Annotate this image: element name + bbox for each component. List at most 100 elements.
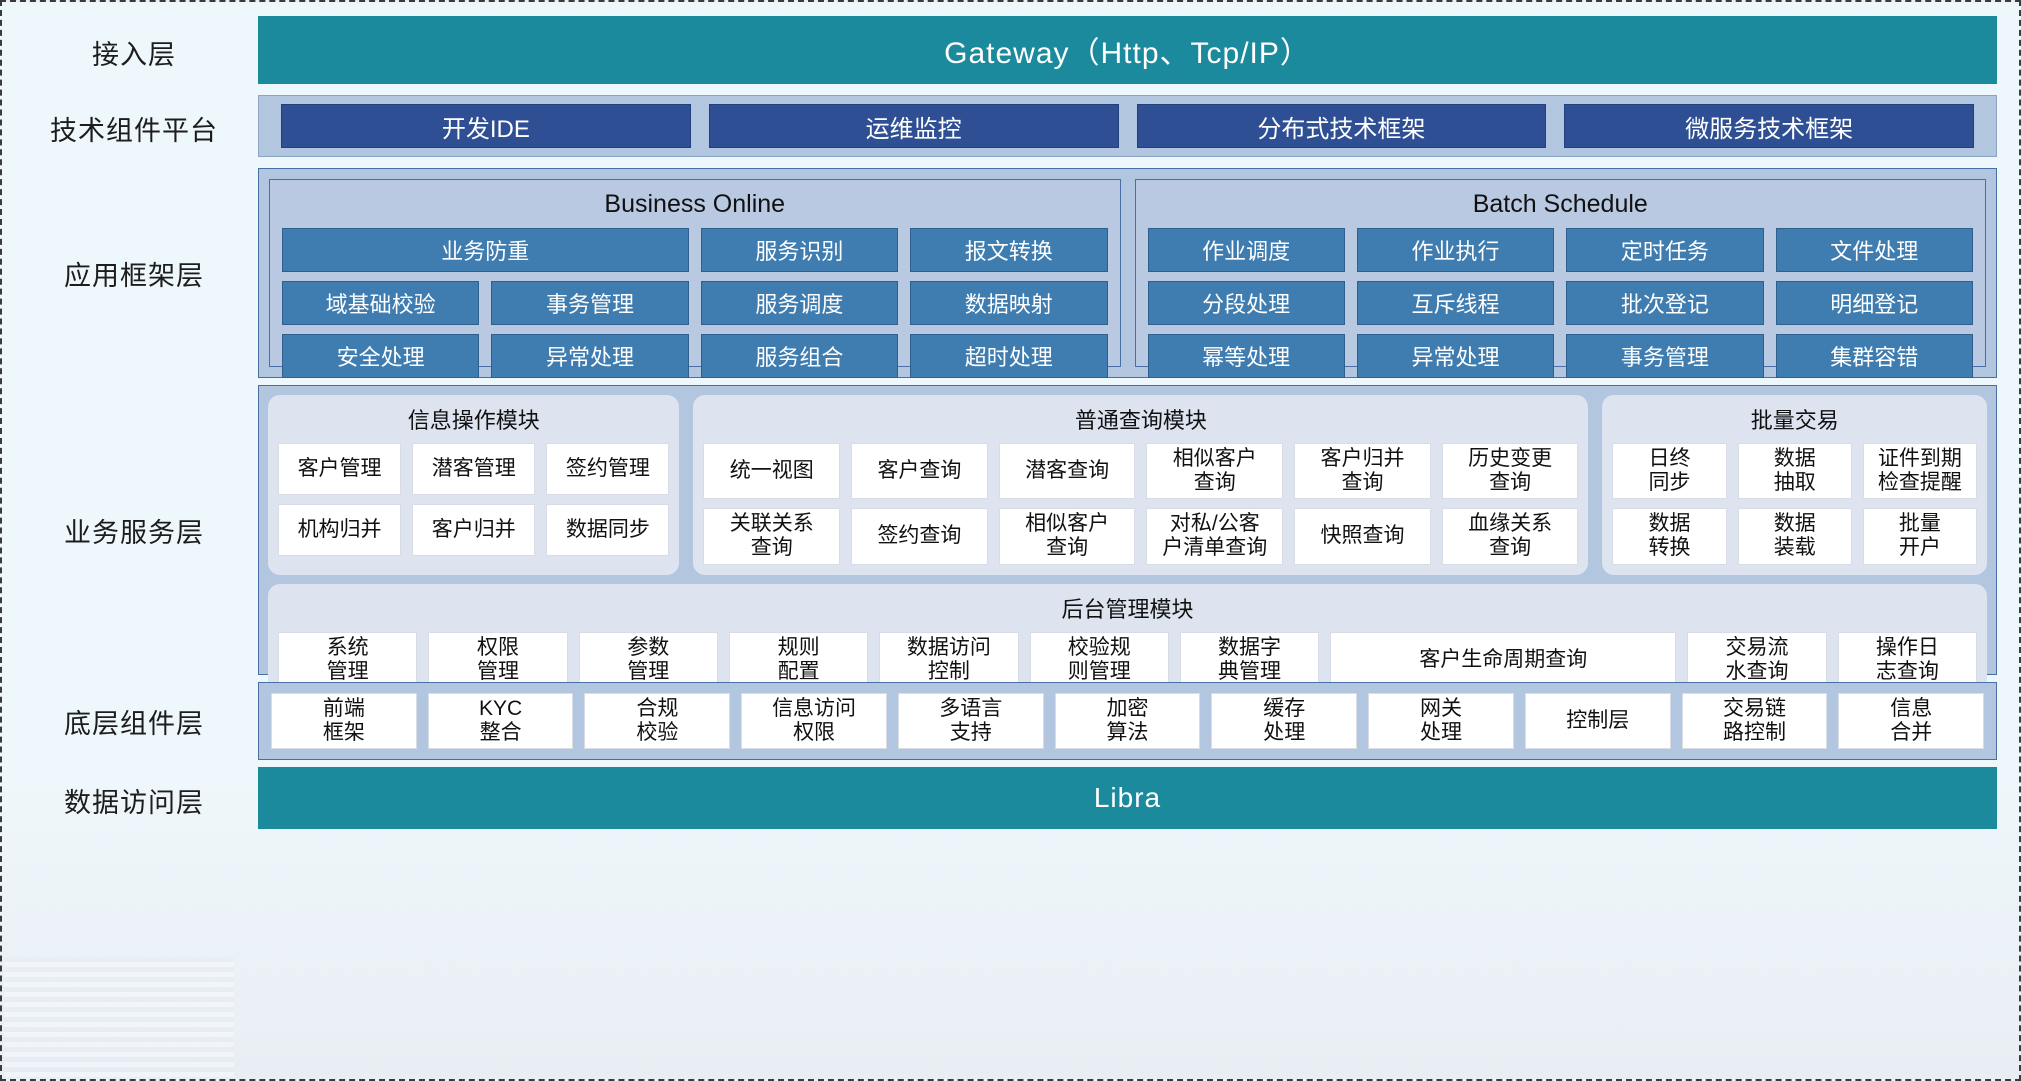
layer-label-data-access: 数据访问层 xyxy=(64,787,204,818)
framework-cell[interactable]: 幂等处理 xyxy=(1147,334,1345,378)
business-cell[interactable]: 潜客查询 xyxy=(998,443,1136,500)
business-cell[interactable]: 操作日 志查询 xyxy=(1837,631,1978,688)
business-cell[interactable]: 数据同步 xyxy=(546,504,670,556)
layer-row-business-service: 业务服务层 信息操作模块 客户管理 潜客管理 签约管理 机构归并 xyxy=(10,385,1997,698)
tech-chip-distributed-framework[interactable]: 分布式技术框架 xyxy=(1136,104,1547,148)
business-cell[interactable]: 日终 同步 xyxy=(1612,443,1727,500)
component-cell[interactable]: 前端 框架 xyxy=(271,693,417,749)
business-cell[interactable]: 签约查询 xyxy=(851,508,988,565)
business-module-title: 普通查询模块 xyxy=(1074,408,1207,433)
layer-label-access: 接入层 xyxy=(92,39,176,70)
framework-cell[interactable]: 报文转换 xyxy=(910,228,1108,272)
business-cell[interactable]: 潜客管理 xyxy=(412,443,536,495)
framework-cell[interactable]: 作业调度 xyxy=(1147,228,1345,272)
component-cell[interactable]: 缓存 处理 xyxy=(1211,693,1358,749)
layer-label-bottom-component: 底层组件层 xyxy=(64,708,204,739)
component-cell[interactable]: KYC 整合 xyxy=(427,693,574,749)
business-cell-row: 统一视图 客户查询 潜客查询 相似客户 查询 客户归并 查询 历史变更 查询 xyxy=(703,443,1579,500)
layer-body-access: Gateway（Http、Tcp/IP） xyxy=(258,16,1997,88)
layer-label-tech-platform: 技术组件平台 xyxy=(50,115,218,146)
business-cell[interactable]: 客户归并 查询 xyxy=(1294,443,1431,500)
framework-cell[interactable]: 异常处理 xyxy=(1356,334,1555,378)
business-cell[interactable]: 规则 配置 xyxy=(728,631,869,688)
business-cell[interactable]: 数据 抽取 xyxy=(1737,443,1852,500)
business-cell[interactable]: 统一视图 xyxy=(703,443,841,500)
business-module-title: 信息操作模块 xyxy=(407,408,540,433)
business-cell[interactable]: 权限 管理 xyxy=(428,631,568,688)
business-cell[interactable]: 客户归并 xyxy=(412,504,536,556)
business-cell[interactable]: 批量 开户 xyxy=(1862,508,1977,565)
framework-row: 业务防重 服务识别 报文转换 xyxy=(282,228,1108,272)
component-cell[interactable]: 网关 处理 xyxy=(1368,693,1514,749)
framework-cell[interactable]: 批次登记 xyxy=(1566,281,1764,325)
business-service-band: 信息操作模块 客户管理 潜客管理 签约管理 机构归并 客户归并 数据同步 xyxy=(258,385,1997,698)
framework-cell[interactable]: 超时处理 xyxy=(910,334,1108,378)
business-cell[interactable]: 对私/公客 户清单查询 xyxy=(1146,508,1284,565)
framework-cell[interactable]: 事务管理 xyxy=(1566,334,1764,378)
business-cell[interactable]: 数据 装载 xyxy=(1737,508,1852,565)
business-cell[interactable]: 交易流 水查询 xyxy=(1687,631,1827,688)
component-cell[interactable]: 交易链 路控制 xyxy=(1681,693,1828,749)
framework-cell[interactable]: 事务管理 xyxy=(491,281,689,325)
framework-cell[interactable]: 数据映射 xyxy=(910,281,1108,325)
component-cell[interactable]: 控制层 xyxy=(1524,693,1671,749)
framework-cell[interactable]: 定时任务 xyxy=(1566,228,1764,272)
framework-grid: 作业调度 作业执行 定时任务 文件处理 分段处理 互斥线程 批次登记 明细登记 xyxy=(1147,228,1973,378)
framework-cell[interactable]: 明细登记 xyxy=(1775,281,1973,325)
business-cell-row: 系统 管理 权限 管理 参数 管理 规则 配置 数据访问 控制 校验规 则管理 … xyxy=(278,631,1978,688)
libra-bar: Libra xyxy=(258,767,1997,829)
tech-chip-ide[interactable]: 开发IDE xyxy=(281,104,691,148)
tech-chip-ops-monitor[interactable]: 运维监控 xyxy=(708,104,1119,148)
business-cell[interactable]: 系统 管理 xyxy=(278,631,418,688)
framework-cell[interactable]: 文件处理 xyxy=(1775,228,1973,272)
bottom-component-band: 前端 框架 KYC 整合 合规 校验 信息访问 权限 多语言 支持 加密 算法 … xyxy=(258,682,1997,760)
framework-group-business-online: Business Online 业务防重 服务识别 报文转换 域基础校验 事务管… xyxy=(269,179,1121,378)
framework-cell[interactable]: 集群容错 xyxy=(1775,334,1973,378)
business-cell[interactable]: 相似客户 查询 xyxy=(998,508,1136,565)
business-cell[interactable]: 数据 转换 xyxy=(1612,508,1727,565)
framework-cell[interactable]: 异常处理 xyxy=(491,334,689,378)
component-cell[interactable]: 信息访问 权限 xyxy=(741,693,887,749)
business-cell[interactable]: 血缘关系 查询 xyxy=(1441,508,1579,565)
framework-row: 幂等处理 异常处理 事务管理 集群容错 xyxy=(1147,334,1973,378)
framework-row: 域基础校验 事务管理 服务调度 数据映射 xyxy=(282,281,1108,325)
business-cell[interactable]: 机构归并 xyxy=(278,504,402,556)
business-cell[interactable]: 数据访问 控制 xyxy=(879,631,1019,688)
business-cell[interactable]: 校验规 则管理 xyxy=(1029,631,1169,688)
framework-cell[interactable]: 分段处理 xyxy=(1147,281,1345,325)
business-cell[interactable]: 参数 管理 xyxy=(578,631,718,688)
business-cell[interactable]: 客户管理 xyxy=(278,443,402,495)
business-cell[interactable]: 快照查询 xyxy=(1294,508,1431,565)
component-cell[interactable]: 信息 合并 xyxy=(1838,693,1985,749)
business-module-title: 批量交易 xyxy=(1750,408,1839,433)
business-cell[interactable]: 关联关系 查询 xyxy=(703,508,841,565)
business-module-title: 后台管理模块 xyxy=(1061,596,1194,622)
framework-row: 安全处理 异常处理 服务组合 超时处理 xyxy=(282,334,1108,378)
framework-cell[interactable]: 服务调度 xyxy=(700,281,899,325)
business-cell[interactable]: 客户查询 xyxy=(851,443,988,500)
framework-cell[interactable]: 域基础校验 xyxy=(282,281,480,325)
framework-cell[interactable]: 服务识别 xyxy=(700,228,899,272)
component-cell[interactable]: 加密 算法 xyxy=(1054,693,1201,749)
component-cell[interactable]: 合规 校验 xyxy=(584,693,731,749)
business-cell[interactable]: 数据字 典管理 xyxy=(1179,631,1320,688)
framework-cell[interactable]: 安全处理 xyxy=(282,334,480,378)
business-cell[interactable]: 相似客户 查询 xyxy=(1146,443,1284,500)
framework-cell[interactable]: 互斥线程 xyxy=(1356,281,1555,325)
layer-label-app-framework: 应用框架层 xyxy=(64,260,204,291)
gateway-bar: Gateway（Http、Tcp/IP） xyxy=(258,16,1997,84)
business-cell[interactable]: 客户生命周期查询 xyxy=(1330,631,1677,688)
framework-cell[interactable]: 服务组合 xyxy=(700,334,899,378)
component-cell[interactable]: 多语言 支持 xyxy=(897,693,1044,749)
business-module-row: 信息操作模块 客户管理 潜客管理 签约管理 机构归并 客户归并 数据同步 xyxy=(268,395,1987,575)
framework-cell[interactable]: 作业执行 xyxy=(1356,228,1555,272)
business-cell-row: 机构归并 客户归并 数据同步 xyxy=(278,504,670,556)
framework-cell[interactable]: 业务防重 xyxy=(282,228,689,272)
business-cell[interactable]: 签约管理 xyxy=(546,443,670,495)
business-cell[interactable]: 历史变更 查询 xyxy=(1441,443,1579,500)
tech-chip-microservice-framework[interactable]: 微服务技术框架 xyxy=(1564,104,1974,148)
business-cell[interactable]: 证件到期 检查提醒 xyxy=(1862,443,1977,500)
layer-row-data-access: 数据访问层 Libra xyxy=(10,767,1997,833)
framework-group-title: Batch Schedule xyxy=(1472,190,1648,218)
